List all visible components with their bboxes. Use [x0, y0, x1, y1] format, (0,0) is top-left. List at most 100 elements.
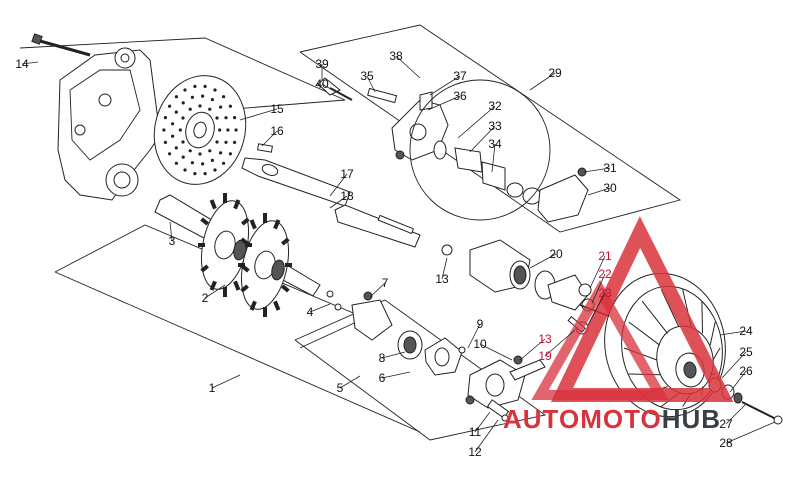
disc-hole — [208, 107, 212, 111]
disc-hole — [215, 116, 219, 120]
bearing-flange-group — [351, 291, 466, 376]
callout-40: 40 — [315, 77, 329, 91]
disc-hole — [224, 116, 228, 120]
disc-hole — [226, 128, 230, 132]
callout-29: 29 — [548, 66, 562, 80]
leader-23 — [587, 292, 606, 326]
disc-hole — [233, 116, 237, 120]
disc-hole — [181, 116, 185, 120]
disc-hole — [213, 88, 217, 92]
callout-36: 36 — [453, 89, 467, 103]
drum-spoke — [709, 321, 716, 346]
disc-hole — [198, 152, 202, 156]
disc-hole — [163, 116, 167, 120]
leader-9 — [467, 323, 481, 349]
leader-2 — [204, 284, 226, 299]
callout-19: 19 — [538, 349, 552, 363]
disc-hole — [168, 152, 172, 156]
disc-hole — [163, 140, 167, 144]
sprocket-tooth — [209, 280, 217, 291]
brake-disc — [153, 75, 247, 185]
disc-hole — [228, 152, 232, 156]
leader-28 — [725, 421, 776, 444]
disc-hole — [213, 168, 217, 172]
bearing-plate-10 — [465, 359, 546, 422]
sprocket-tooth — [233, 199, 241, 210]
callout-9: 9 — [477, 317, 484, 331]
disc-hole — [198, 104, 202, 108]
callout-32: 32 — [488, 99, 502, 113]
callout-5: 5 — [337, 381, 344, 395]
part-4-b — [326, 290, 334, 298]
sprocket-tooth — [240, 284, 249, 293]
watermark-triangle-inner — [531, 279, 669, 400]
outline-brake-group — [299, 24, 682, 233]
callout-14: 14 — [15, 57, 29, 71]
leader-30 — [587, 187, 611, 196]
disc-hole — [210, 158, 214, 162]
outline-bottom-edge — [54, 271, 421, 433]
callout-22: 22 — [598, 267, 612, 281]
sprocket-tooth — [200, 217, 209, 226]
leader-38 — [395, 55, 421, 79]
disc-hole — [203, 84, 207, 88]
callout-16: 16 — [270, 124, 284, 138]
callout-7: 7 — [382, 276, 389, 290]
callout-34: 34 — [488, 137, 502, 151]
disc-hole — [215, 140, 219, 144]
leader-14 — [21, 61, 39, 65]
disc-hole — [174, 110, 178, 114]
brake-caliper-group — [317, 77, 589, 223]
callout-1: 1 — [209, 381, 216, 395]
leader-5 — [339, 375, 361, 389]
drum-spoke — [712, 347, 721, 361]
disc-hole — [210, 98, 214, 102]
leader-25 — [721, 351, 747, 379]
disc-hole — [219, 105, 223, 109]
callout-24: 24 — [739, 324, 753, 338]
disc-hole — [208, 149, 212, 153]
disc-hole — [171, 134, 175, 138]
callout-28: 28 — [719, 436, 733, 450]
sprocket-tooth — [281, 237, 290, 246]
disc-hole — [218, 128, 222, 132]
disc-hole — [168, 104, 172, 108]
drive-axle — [154, 194, 321, 310]
disc-hole — [183, 88, 187, 92]
disc-hole — [224, 140, 228, 144]
leader-17 — [329, 173, 348, 197]
track-sprocket-b — [241, 220, 289, 310]
callout-33: 33 — [488, 119, 502, 133]
disc-hole — [171, 122, 175, 126]
disc-hole — [174, 146, 178, 150]
sprocket-tooth — [249, 300, 257, 311]
leader-15 — [239, 108, 278, 121]
disc-hole — [233, 140, 237, 144]
disc-hole — [228, 104, 232, 108]
callout-15: 15 — [270, 102, 284, 116]
leader-34 — [491, 143, 496, 173]
leader-21 — [589, 255, 606, 289]
leader-36 — [427, 95, 461, 111]
leader-20 — [529, 253, 557, 269]
leader-7 — [369, 282, 386, 298]
callout-8: 8 — [379, 351, 386, 365]
key-16 — [257, 143, 273, 153]
part-4-a — [334, 303, 342, 311]
callout-17: 17 — [340, 167, 354, 181]
callout-23: 23 — [598, 286, 612, 300]
chaincase-housing — [57, 47, 161, 201]
leader-31 — [583, 167, 611, 173]
disc-hole — [201, 162, 205, 166]
disc-hole — [201, 94, 205, 98]
callout-26: 26 — [739, 364, 753, 378]
disc-hole — [178, 128, 182, 132]
leader-26 — [729, 370, 747, 393]
drum-spoke — [660, 289, 680, 328]
sprocket-tooth — [200, 264, 209, 273]
callout-27: 27 — [719, 417, 733, 431]
leader-35 — [366, 75, 376, 93]
callout-18: 18 — [340, 189, 354, 203]
watermark-logo: AUTOMOTOHUB — [503, 216, 734, 434]
disc-hole — [181, 140, 185, 144]
